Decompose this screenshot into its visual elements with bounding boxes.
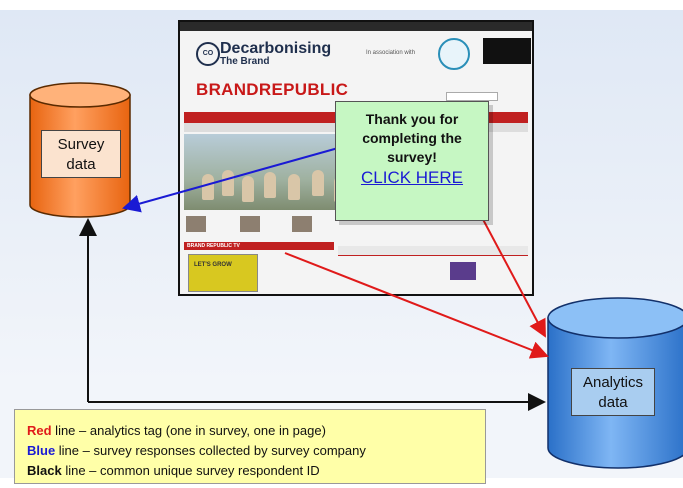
survey-data-label: Survey data — [41, 130, 121, 178]
news-thumbnail[interactable] — [186, 216, 206, 232]
promo-banner[interactable] — [483, 38, 531, 64]
decarbonising-title: Decarbonising — [220, 40, 332, 57]
red-line-survey-tag — [477, 209, 546, 338]
brand-republic-tv-bar — [184, 242, 334, 250]
ad-thumbnail[interactable] — [450, 262, 476, 280]
news-thumbnail[interactable] — [240, 216, 260, 232]
legend-row-black: Black line – common unique survey respon… — [27, 463, 320, 478]
news-thumbnail[interactable] — [292, 216, 312, 232]
brandrepublic-logo: BRANDREPUBLIC — [196, 80, 349, 99]
click-here-link[interactable]: CLICK HERE — [360, 168, 464, 187]
decarbonising-subtitle: The Brand — [220, 56, 270, 67]
blue-line-survey-responses — [122, 142, 357, 213]
analytics-data-label: Analytics data — [571, 368, 655, 416]
legend-row-blue: Blue line – survey responses collected b… — [27, 443, 366, 458]
site-top-bar — [180, 22, 532, 31]
partner-badge-icon — [438, 38, 470, 70]
association-text: In association with — [366, 50, 416, 56]
popup-text: survey! — [387, 149, 437, 165]
survey-thank-you-popup: Thank you for completing the survey! CLI… — [335, 101, 489, 221]
video-title: LET'S GROW — [194, 262, 232, 268]
hero-image — [184, 134, 362, 210]
site-search-input[interactable] — [446, 92, 498, 101]
popup-text: Thank you for — [365, 111, 459, 127]
co2-logo: CO — [196, 42, 220, 66]
popup-text: completing the — [362, 130, 462, 146]
video-thumbnail[interactable] — [188, 254, 258, 292]
content-tabs[interactable] — [338, 246, 528, 256]
red-line-page-tag — [284, 252, 549, 359]
legend-row-red: Red line – analytics tag (one in survey,… — [27, 423, 326, 438]
legend-box: Red line – analytics tag (one in survey,… — [14, 409, 486, 484]
brand-republic-tv-label: BRAND REPUBLIC TV — [187, 243, 240, 249]
